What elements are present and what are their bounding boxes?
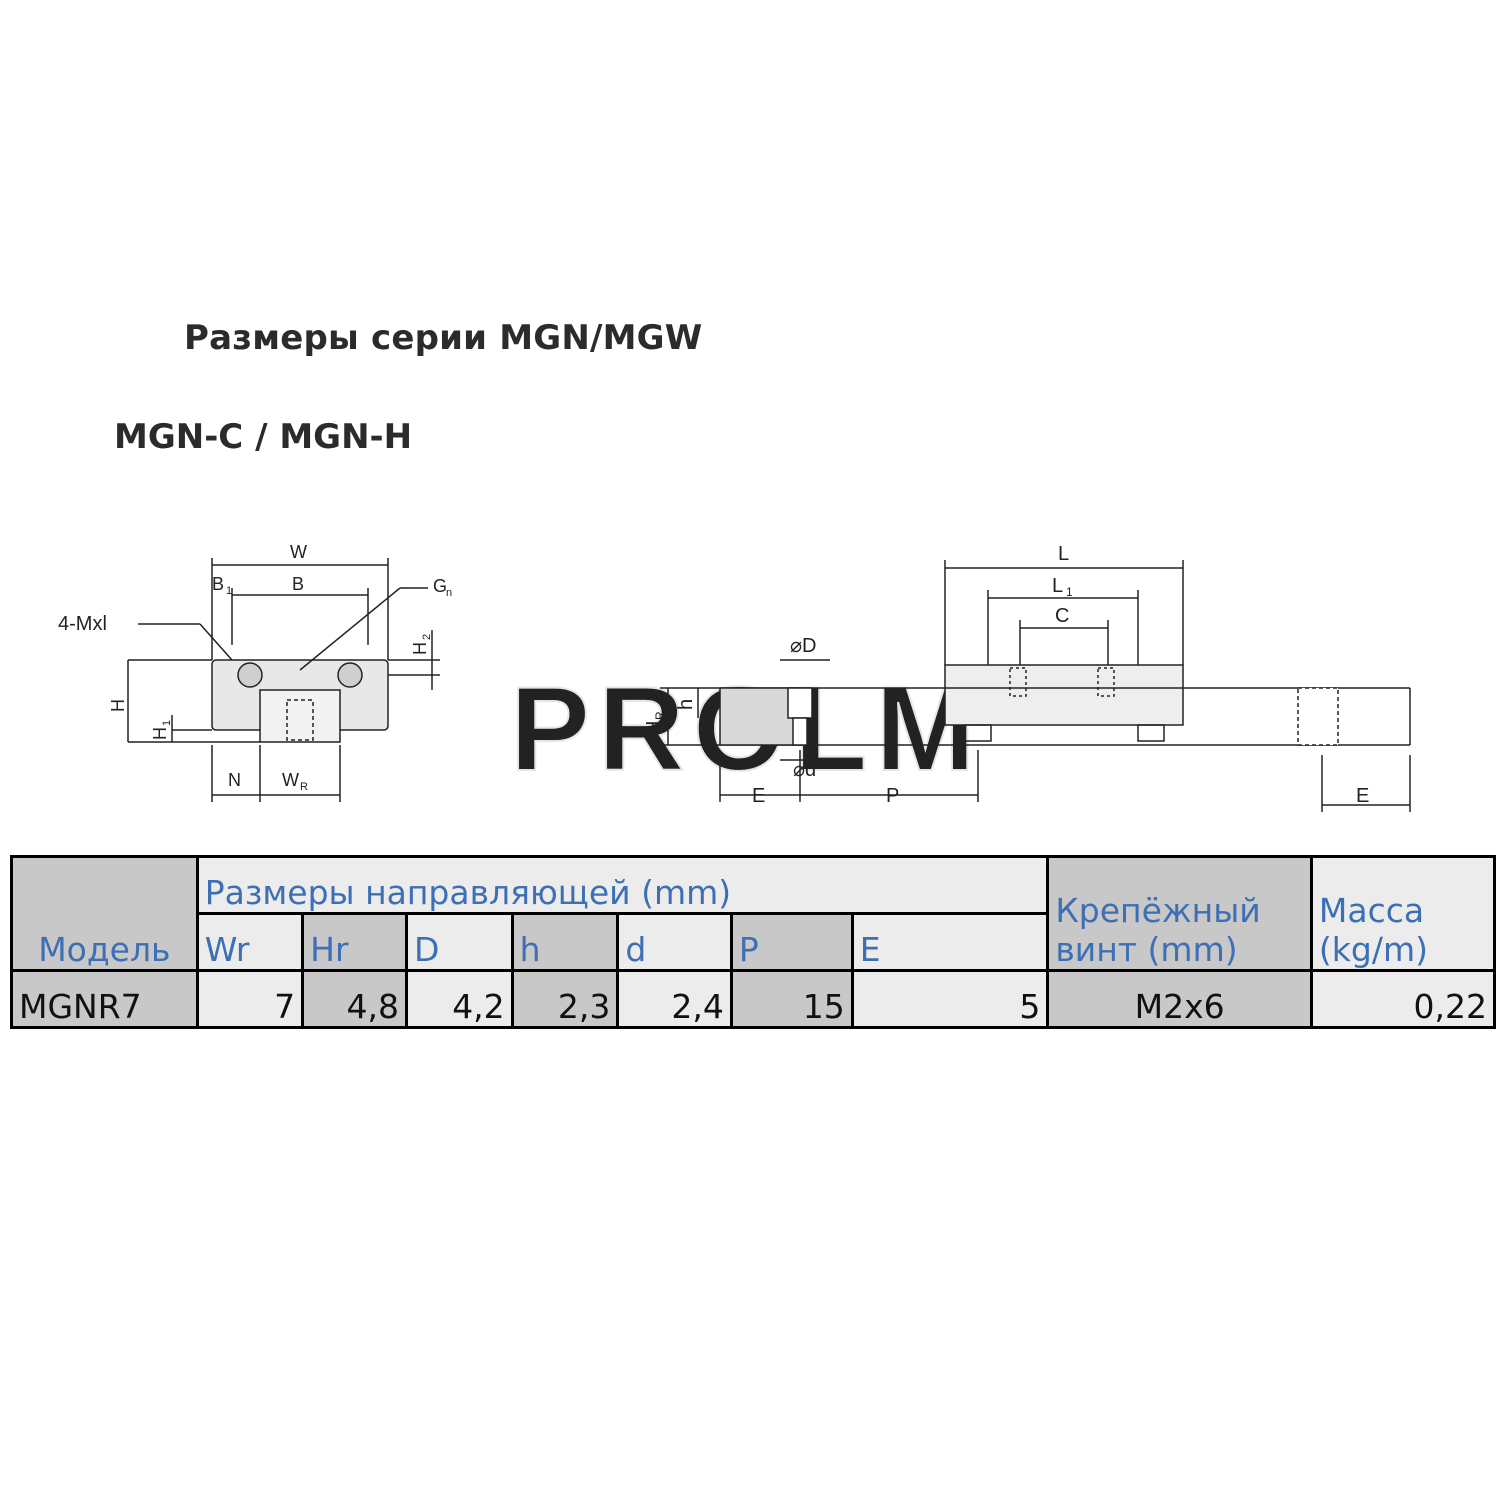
label-B: B [292,574,304,594]
label-H: H [108,699,128,712]
header-col-d-upper: D [404,912,514,972]
label-od: ⌀d [793,759,816,781]
label-N: N [228,770,241,790]
label-B1: B [212,574,224,594]
label-Gn-sub: n [446,587,452,599]
page-title: Размеры серии MGN/MGW [184,318,703,358]
cell-h: 2,3 [510,969,620,1029]
label-WR: W [282,770,299,790]
header-col-d-lower: d [616,912,733,972]
label-L1-sub: 1 [1066,585,1073,599]
header-screw-line2: винт (mm) [1055,930,1238,969]
side-view [660,560,1411,812]
label-B1-sub: 1 [226,585,232,597]
header-mass-line1: Масса [1318,891,1425,930]
label-H1: H [150,727,170,740]
label-E-left: E [752,785,765,807]
header-col-p: P [729,912,854,972]
table-row: MGNR7 7 4,8 4,2 2,3 2,4 15 5 M2x6 0,22 [10,969,1497,1029]
header-col-h: h [510,912,620,972]
label-HR-sub: R [653,711,667,720]
header-col-wr: Wr [195,912,305,972]
label-P: P [886,785,899,807]
label-C: C [1055,605,1069,627]
label-4mxl: 4-Mxl [58,613,107,635]
cell-screw: M2x6 [1046,969,1313,1029]
cell-p: 15 [729,969,854,1029]
label-W: W [290,542,307,562]
page-subtitle: MGN-C / MGN-H [114,417,413,457]
cell-hr: 4,8 [301,969,408,1029]
header-model: Модель [10,855,199,972]
header-screw: Крепёжный винт (mm) [1046,855,1313,972]
label-HR: H [643,721,665,735]
cell-e: 5 [850,969,1050,1029]
cell-wr: 7 [195,969,305,1029]
side-view-labels: L L 1 C ⌀D ⌀d h H R E P E [643,543,1369,807]
label-E-right: E [1356,785,1369,807]
spec-table: Модель Размеры направляющей (mm) Крепёжн… [10,855,1497,1029]
cell-model: MGNR7 [10,969,199,1029]
header-col-hr: Hr [301,912,408,972]
label-H1-sub: 1 [161,720,173,726]
front-view-labels: W B 1 B G n 4-Mxl H 2 H H 1 N W R [58,542,452,793]
label-oD: ⌀D [790,635,816,657]
label-Gn: G [433,576,447,596]
front-view [127,558,440,802]
label-L1: L [1052,575,1063,597]
label-L: L [1058,543,1069,565]
header-rail-dimensions: Размеры направляющей (mm) [195,855,1050,915]
header-mass: Масса (kg/m) [1309,855,1497,972]
label-h: h [675,699,697,710]
technical-drawing: PROLM [58,542,1411,812]
label-WR-sub: R [300,781,308,793]
label-H2-sub: 2 [421,634,433,640]
header-col-e: E [850,912,1050,972]
cell-d-upper: 4,2 [404,969,514,1029]
cell-mass: 0,22 [1309,969,1497,1029]
label-H2: H [410,642,430,655]
header-mass-line2: (kg/m) [1318,930,1428,969]
header-screw-line1: Крепёжный [1055,891,1261,930]
cell-d-lower: 2,4 [616,969,733,1029]
